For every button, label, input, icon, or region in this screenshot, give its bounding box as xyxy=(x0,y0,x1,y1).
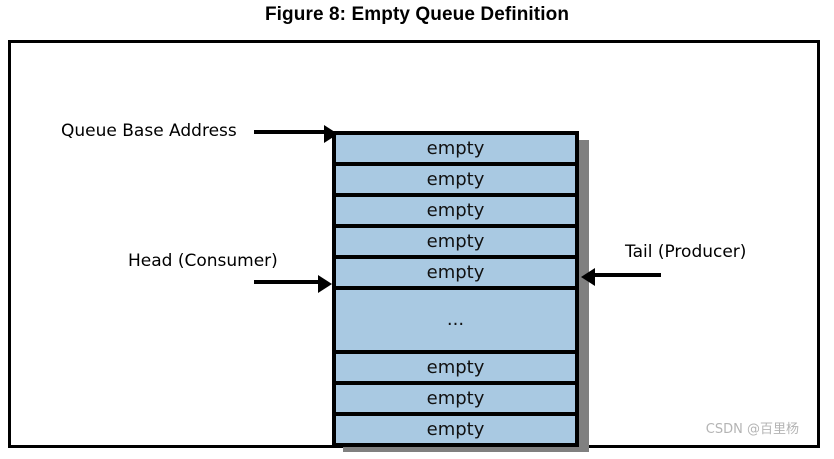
label-tail-producer: Tail (Producer) xyxy=(625,242,747,262)
label-queue-base-address: Queue Base Address xyxy=(61,121,237,141)
queue-cell: empty xyxy=(336,416,575,443)
queue-base-arrow-head-icon xyxy=(324,125,338,143)
queue-cell: empty xyxy=(336,385,575,416)
queue-cell-ellipsis: ... xyxy=(336,290,575,354)
queue-cell: empty xyxy=(336,197,575,228)
queue-cell: empty xyxy=(336,135,575,166)
tail-arrow-head-icon xyxy=(581,268,595,286)
label-head-consumer: Head (Consumer) xyxy=(128,251,278,271)
head-arrow-line xyxy=(254,280,320,284)
tail-arrow-line xyxy=(595,273,661,277)
page-title: Figure 8: Empty Queue Definition xyxy=(264,4,570,25)
head-arrow-head-icon xyxy=(318,275,332,293)
queue-cell: empty xyxy=(336,259,575,290)
queue-cell: empty xyxy=(336,228,575,259)
watermark: CSDN @百里杨 xyxy=(705,422,799,437)
queue-base-arrow-line xyxy=(254,130,326,134)
queue-cell: empty xyxy=(336,166,575,197)
queue-cell: empty xyxy=(336,354,575,385)
